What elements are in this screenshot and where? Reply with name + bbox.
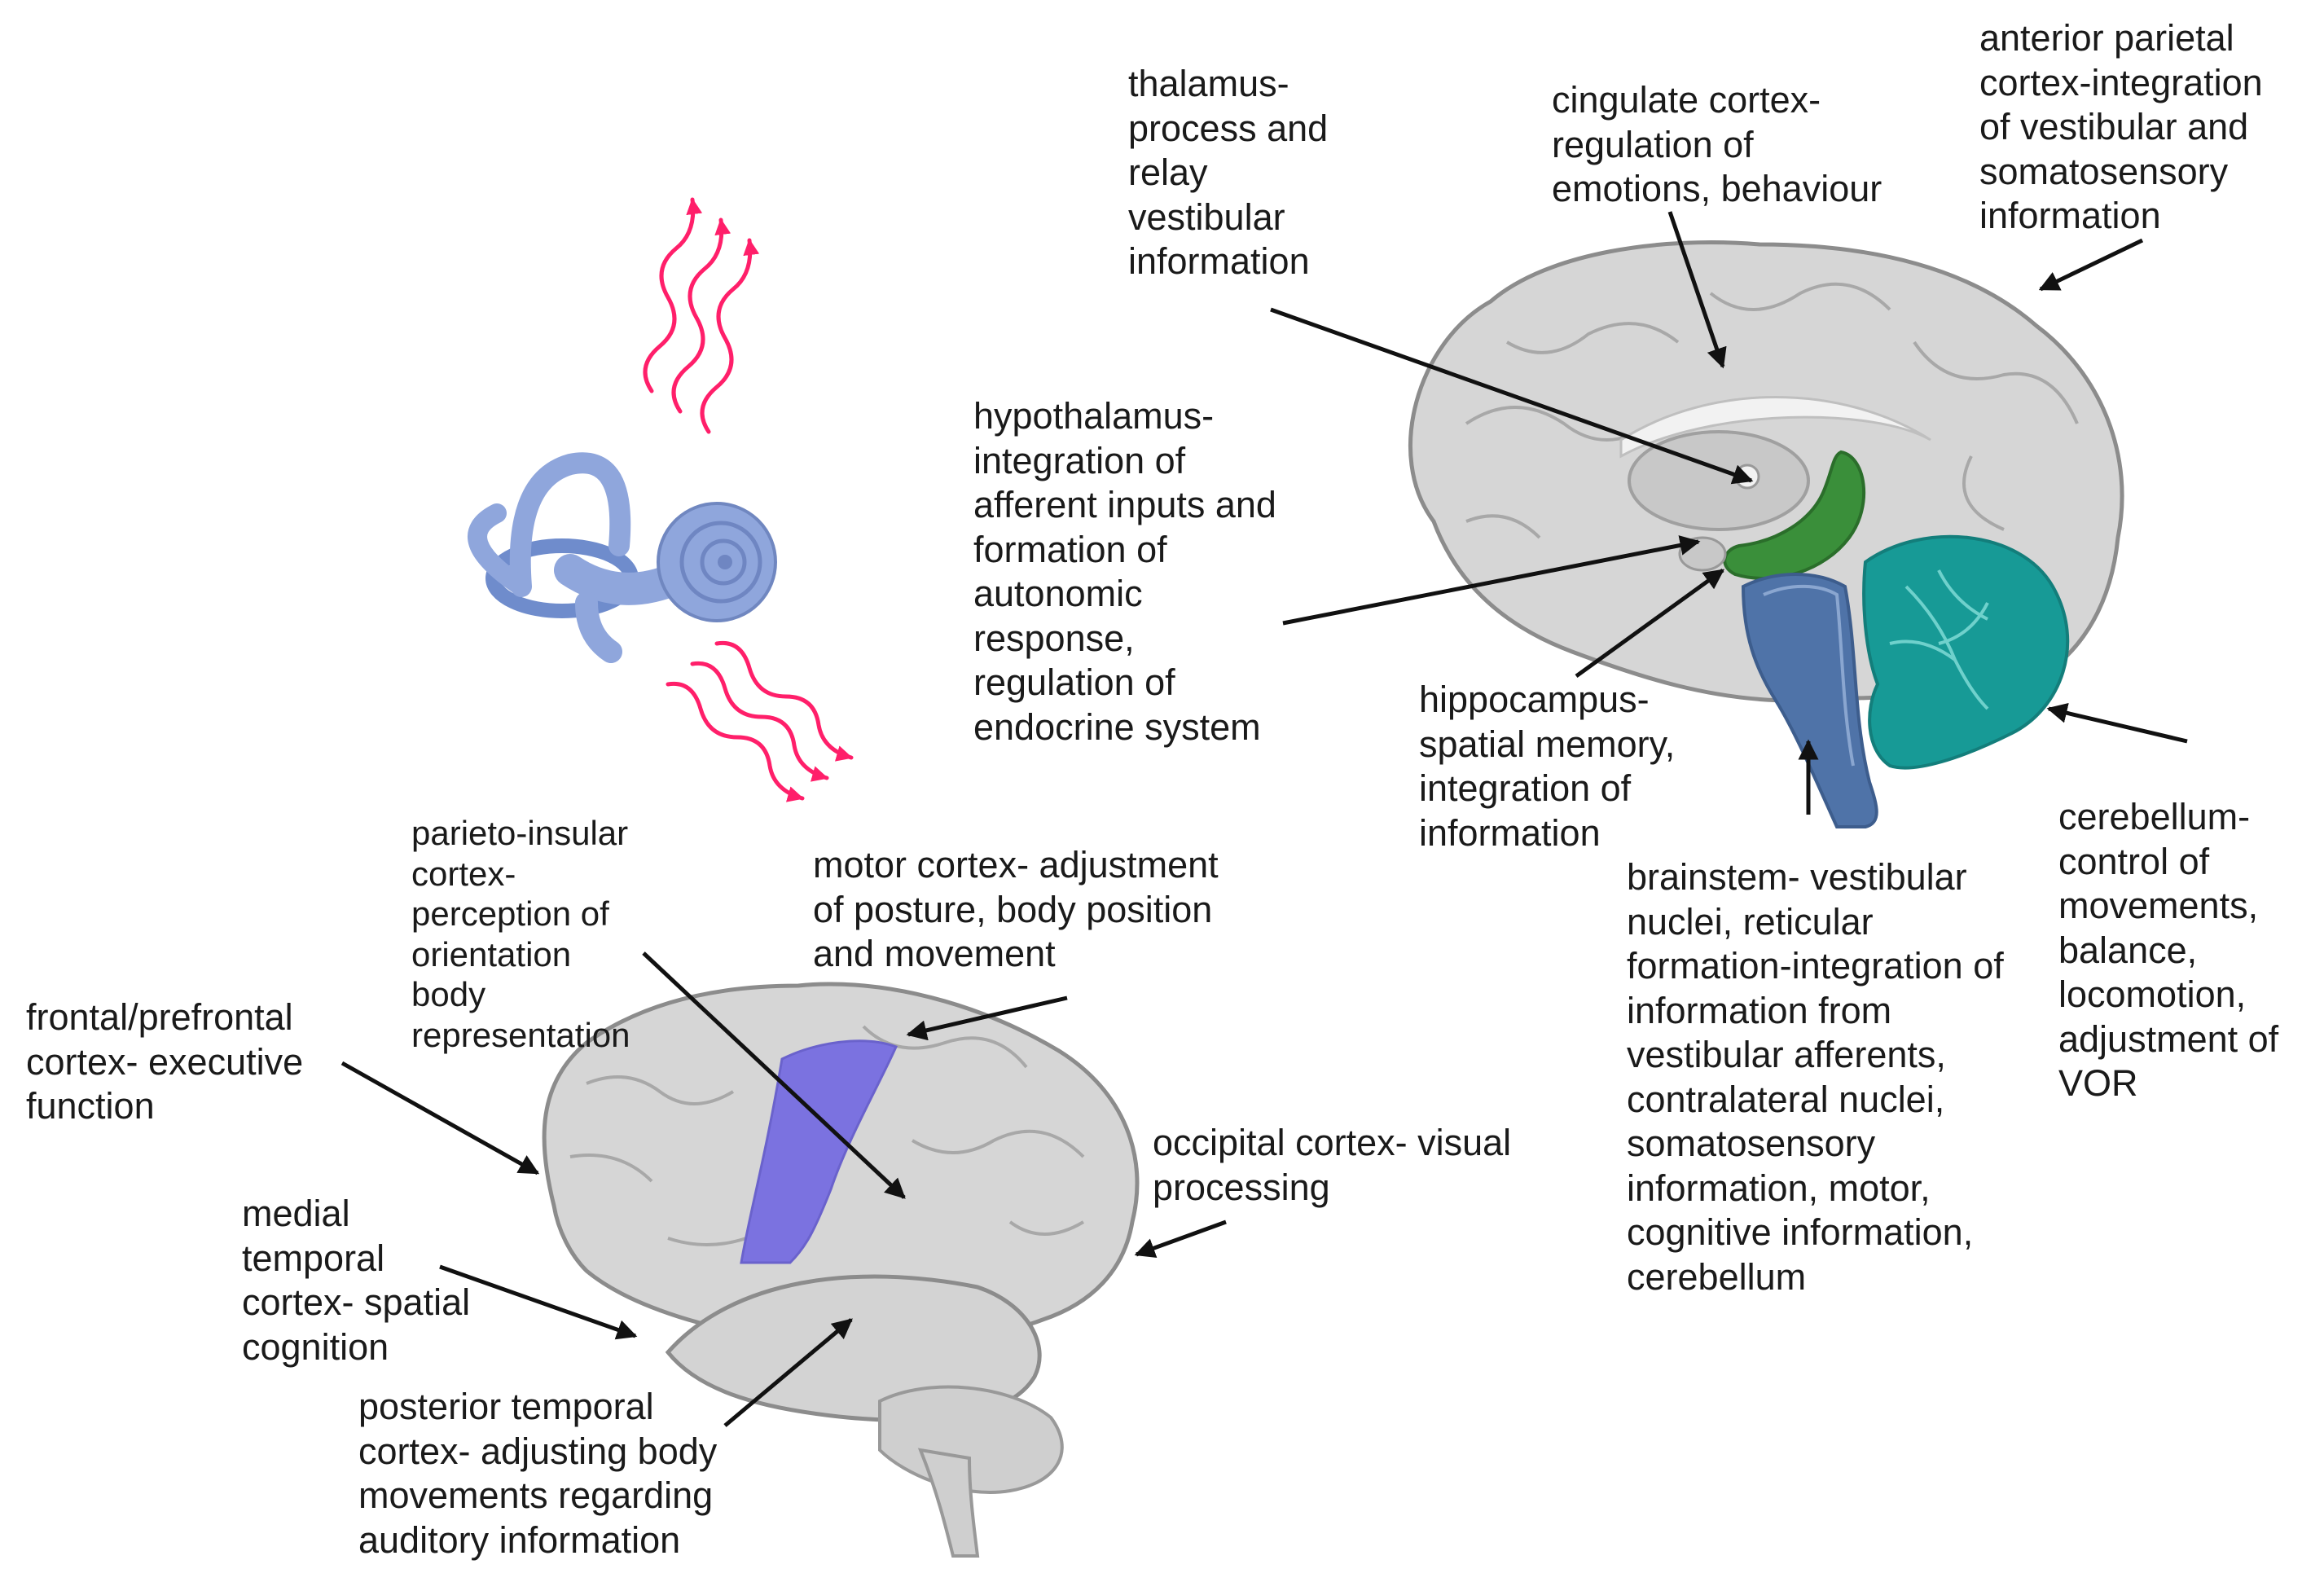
label-motor-cortex: motor cortex- adjustment of posture, bod… [813,844,1219,974]
label-cingulate-cortex: cingulate cortex- regulation of emotions… [1552,79,1882,209]
inner-ear-icon [468,452,777,663]
hippocampus-shape [1723,450,1866,580]
label-hypothalamus: hypothalamus- integration of afferent in… [973,395,1276,748]
motor-cortex-strip [740,1039,898,1264]
vestibular-wave-icon [643,197,760,434]
sagittal-brain-icon [1408,240,2124,828]
label-brainstem: brainstem- vestibular nuclei, reticular … [1627,856,2004,1298]
pointer-arrows [340,211,2188,1427]
label-parieto-insular-cortex: parieto-insular cortex- perception of or… [411,814,630,1054]
label-thalamus: thalamus- process and relay vestibular i… [1128,63,1329,282]
cerebellum-shape [1862,534,2070,770]
label-frontal-prefrontal-cortex: frontal/prefrontal cortex- executive fun… [26,996,304,1127]
label-occipital-cortex: occipital cortex- visual processing [1153,1122,1512,1208]
label-medial-temporal-cortex: medial temporal cortex- spatial cognitio… [242,1193,471,1368]
label-anterior-parietal-cortex: anterior parietal cortex-integration of … [1979,17,2263,236]
brainstem-shape [1741,573,1878,828]
label-posterior-temporal-cortex: posterior temporal cortex- adjusting bod… [358,1386,718,1561]
label-hippocampus: hippocampus- spatial memory, integration… [1419,679,1676,854]
lateral-brain-icon [542,982,1140,1558]
vestibular-wave-icon [666,640,854,802]
label-cerebellum: cerebellum- control of movements, balanc… [2058,796,2279,1104]
